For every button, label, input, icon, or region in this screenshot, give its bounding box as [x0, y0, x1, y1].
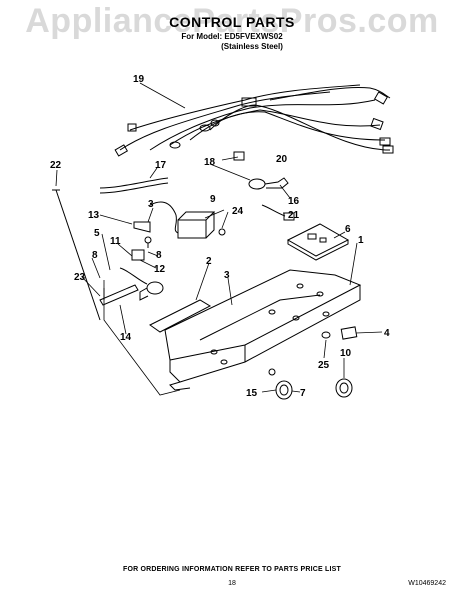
- page-title: CONTROL PARTS: [169, 14, 295, 30]
- callout-9: 9: [210, 194, 216, 205]
- control-board-part: [286, 223, 350, 261]
- callout-8b: 8: [92, 250, 98, 261]
- callout-21: 21: [288, 210, 300, 221]
- callout-15: 15: [246, 388, 258, 399]
- callout-10: 10: [340, 348, 352, 359]
- callout-18: 18: [204, 157, 216, 168]
- watermark: AppliancePartsPros.com: [25, 2, 439, 40]
- page-number: 18: [228, 580, 236, 587]
- callout-12: 12: [154, 264, 166, 275]
- model-line: For Model: ED5FVEXWS02: [181, 32, 283, 41]
- callout-2: 2: [206, 256, 212, 267]
- callout-7: 7: [300, 388, 306, 399]
- callout-24: 24: [232, 206, 244, 217]
- callout-16: 16: [288, 196, 300, 207]
- sensor-part: [261, 204, 286, 217]
- connector-part: [340, 326, 358, 340]
- rod-part: [55, 189, 101, 321]
- callout-3b: 3: [224, 270, 230, 281]
- tube-part: [99, 177, 169, 189]
- callout-11: 11: [110, 236, 121, 247]
- callout-23: 23: [74, 272, 86, 283]
- clip-part: [133, 221, 151, 233]
- ordering-note: FOR ORDERING INFORMATION REFER TO PARTS …: [122, 566, 342, 573]
- callout-4: 4: [384, 328, 390, 339]
- callout-19: 19: [133, 74, 145, 85]
- model-subtitle: For Model: ED5FVEXWS02 (Stainless Steel): [0, 32, 464, 52]
- callout-14: 14: [120, 332, 132, 343]
- callout-13: 13: [88, 210, 100, 221]
- plug-part: [321, 331, 331, 339]
- callout-20: 20: [276, 154, 288, 165]
- callout-25: 25: [318, 360, 330, 371]
- variant-line: (Stainless Steel): [221, 42, 283, 51]
- callout-8a: 8: [156, 250, 162, 261]
- switch-assembly-part: [149, 201, 216, 239]
- lever-part: [99, 284, 139, 306]
- callout-5: 5: [94, 228, 100, 239]
- callout-3a: 3: [148, 199, 154, 210]
- document-id: W10469242: [408, 580, 446, 587]
- light-bulb-part: [248, 178, 266, 190]
- control-housing-part: [164, 269, 362, 391]
- callout-17: 17: [155, 160, 167, 171]
- callout-6: 6: [345, 224, 351, 235]
- bulb-socket-part: [233, 151, 245, 161]
- callout-22: 22: [50, 160, 62, 171]
- bracket-part: [149, 299, 212, 333]
- callout-1: 1: [358, 235, 364, 246]
- screw-part: [144, 236, 152, 244]
- knob-part: [268, 368, 353, 400]
- wire-harness-part: [114, 84, 394, 157]
- thermostat-part: [119, 249, 164, 301]
